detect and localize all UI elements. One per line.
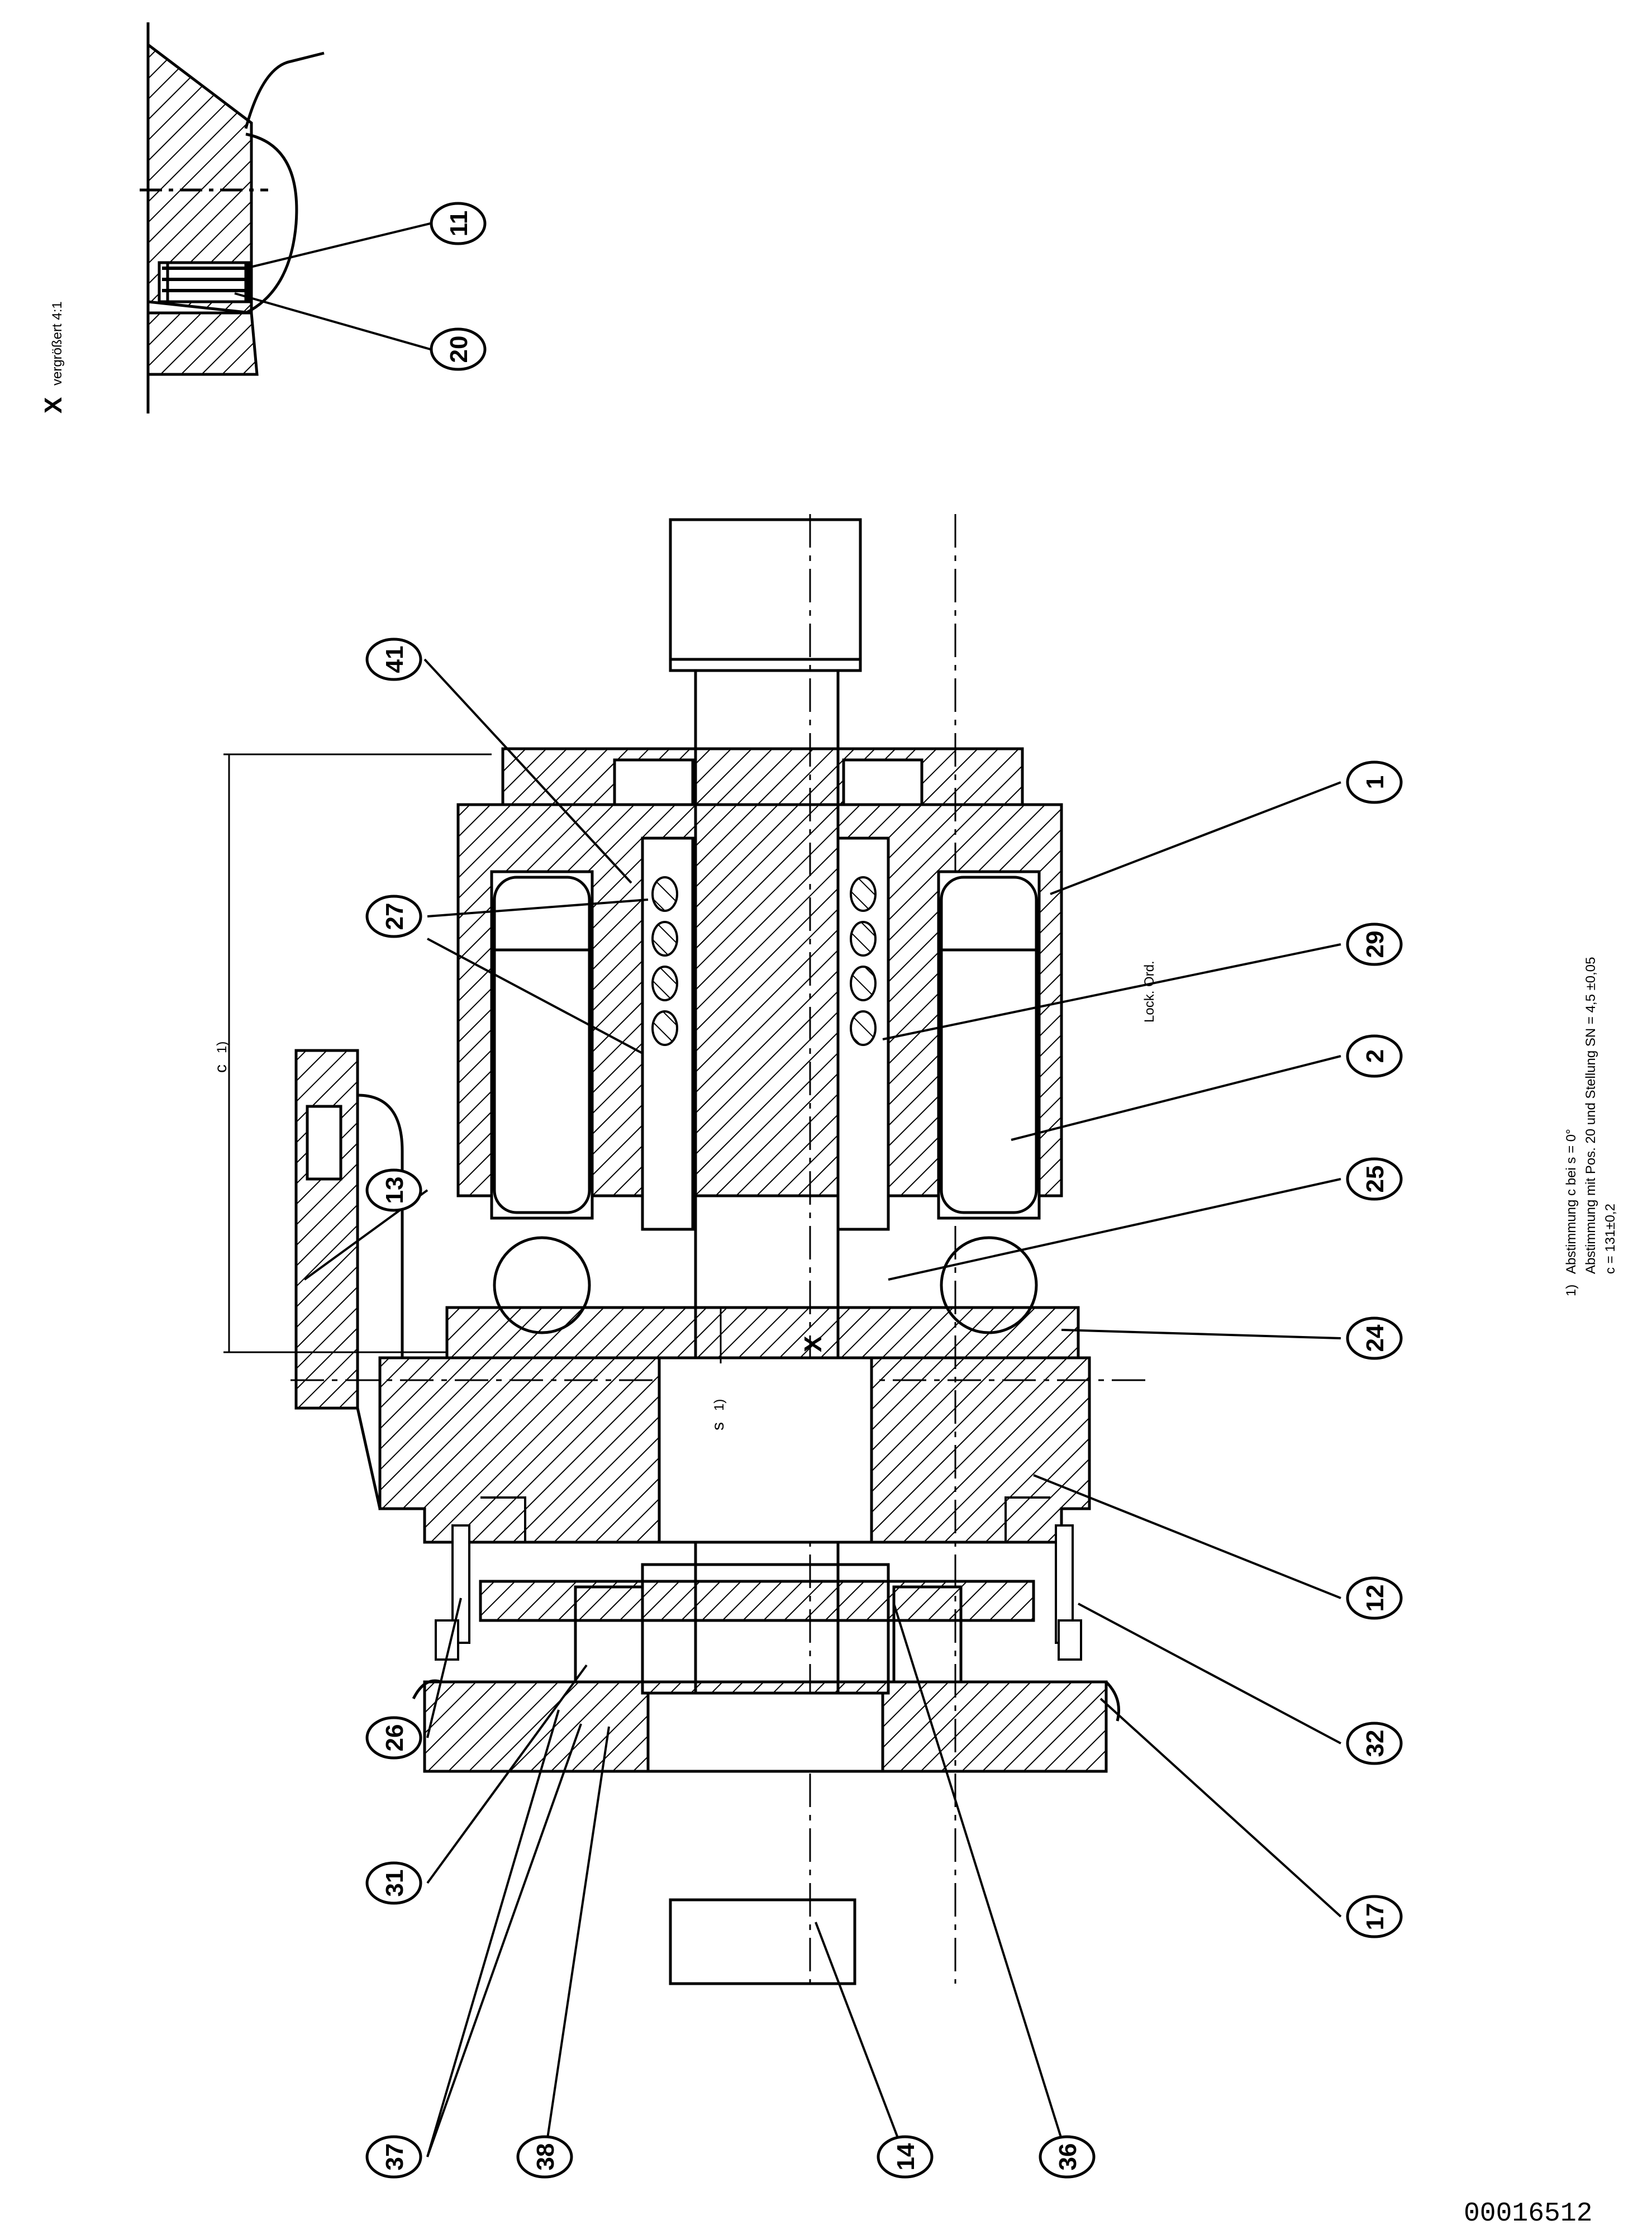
callout-37-bubble bbox=[365, 2135, 422, 2179]
callout-36-bubble bbox=[1039, 2135, 1096, 2179]
footnote-line-1: Abstimmung c bei s = 0° bbox=[1564, 1129, 1579, 1274]
callout-17: 17 bbox=[1361, 1903, 1389, 1931]
callout-bubbles bbox=[365, 202, 1403, 2179]
callout-37: 37 bbox=[381, 2143, 408, 2171]
callout-27-bubble bbox=[365, 895, 422, 938]
callout-32: 32 bbox=[1361, 1730, 1389, 1757]
detail-view-letter: X bbox=[40, 397, 67, 413]
callout-24: 24 bbox=[1361, 1324, 1389, 1352]
callout-14: 14 bbox=[892, 2143, 920, 2170]
detail-view-caption: vergrößert 4:1 bbox=[50, 301, 65, 386]
footnote-line-3: c = 131±0,2 bbox=[1603, 1204, 1618, 1274]
document-number: 00016512 bbox=[1464, 2199, 1593, 2229]
callout-1-bubble bbox=[1346, 760, 1403, 804]
callout-2: 2 bbox=[1361, 1049, 1389, 1063]
callout-13: 13 bbox=[381, 1177, 408, 1204]
callout-25: 25 bbox=[1361, 1166, 1389, 1193]
callout-31: 31 bbox=[381, 1870, 408, 1897]
callout-38-bubble bbox=[516, 2135, 573, 2179]
footnote-line-2: Abstimmung mit Pos. 20 und Stellung SN =… bbox=[1583, 957, 1598, 1274]
callout-26-bubble bbox=[365, 1716, 422, 1760]
dimension-c-superscript: 1) bbox=[215, 1042, 230, 1053]
callout-12-bubble bbox=[1346, 1576, 1403, 1620]
callout-20-bubble bbox=[430, 327, 487, 371]
callout-2-bubble bbox=[1346, 1034, 1403, 1078]
callout-1: 1 bbox=[1361, 776, 1389, 789]
callout-11-bubble bbox=[430, 202, 487, 245]
callout-27: 27 bbox=[381, 903, 408, 930]
callout-25-bubble bbox=[1346, 1157, 1403, 1201]
callout-11: 11 bbox=[445, 211, 473, 237]
callout-31-bubble bbox=[365, 1861, 422, 1905]
detail-view-x bbox=[140, 22, 325, 413]
footnote-marker: 1) bbox=[1564, 1285, 1579, 1296]
callout-41: 41 bbox=[381, 646, 408, 673]
callout-12: 12 bbox=[1361, 1585, 1389, 1612]
callout-32-bubble bbox=[1346, 1722, 1403, 1765]
callout-29-bubble bbox=[1346, 923, 1403, 966]
callout-20: 20 bbox=[445, 336, 473, 363]
callout-41-bubble bbox=[365, 638, 422, 681]
callout-29: 29 bbox=[1361, 931, 1389, 958]
dimension-labels: c 1) s 1) X Lock. Ord. bbox=[212, 961, 1157, 1430]
dimension-c-label: c bbox=[212, 1064, 230, 1073]
callout-26: 26 bbox=[381, 1724, 408, 1752]
main-assembly bbox=[223, 514, 1145, 1985]
callout-14-bubble bbox=[877, 2135, 934, 2179]
dimension-s-superscript: 1) bbox=[712, 1399, 727, 1411]
callout-38: 38 bbox=[532, 2143, 559, 2171]
detail-callout-leaders bbox=[234, 222, 431, 350]
detail-view-label: X vergrößert 4:1 bbox=[40, 301, 67, 413]
dimension-s-label: s bbox=[709, 1422, 727, 1430]
footnote: 1) Abstimmung c bei s = 0° Abstimmung mi… bbox=[1564, 957, 1618, 1296]
inline-note: Lock. Ord. bbox=[1142, 961, 1157, 1023]
callout-leaders bbox=[303, 658, 1342, 2157]
callout-13-bubble bbox=[365, 1168, 422, 1212]
callout-24-bubble bbox=[1346, 1316, 1403, 1360]
callout-17-bubble bbox=[1346, 1895, 1403, 1938]
section-marker: X bbox=[799, 1336, 827, 1352]
callout-numbers: 11 20 41 27 13 1 29 2 25 24 12 32 17 26 … bbox=[381, 211, 1389, 2171]
callout-36: 36 bbox=[1054, 2143, 1082, 2171]
